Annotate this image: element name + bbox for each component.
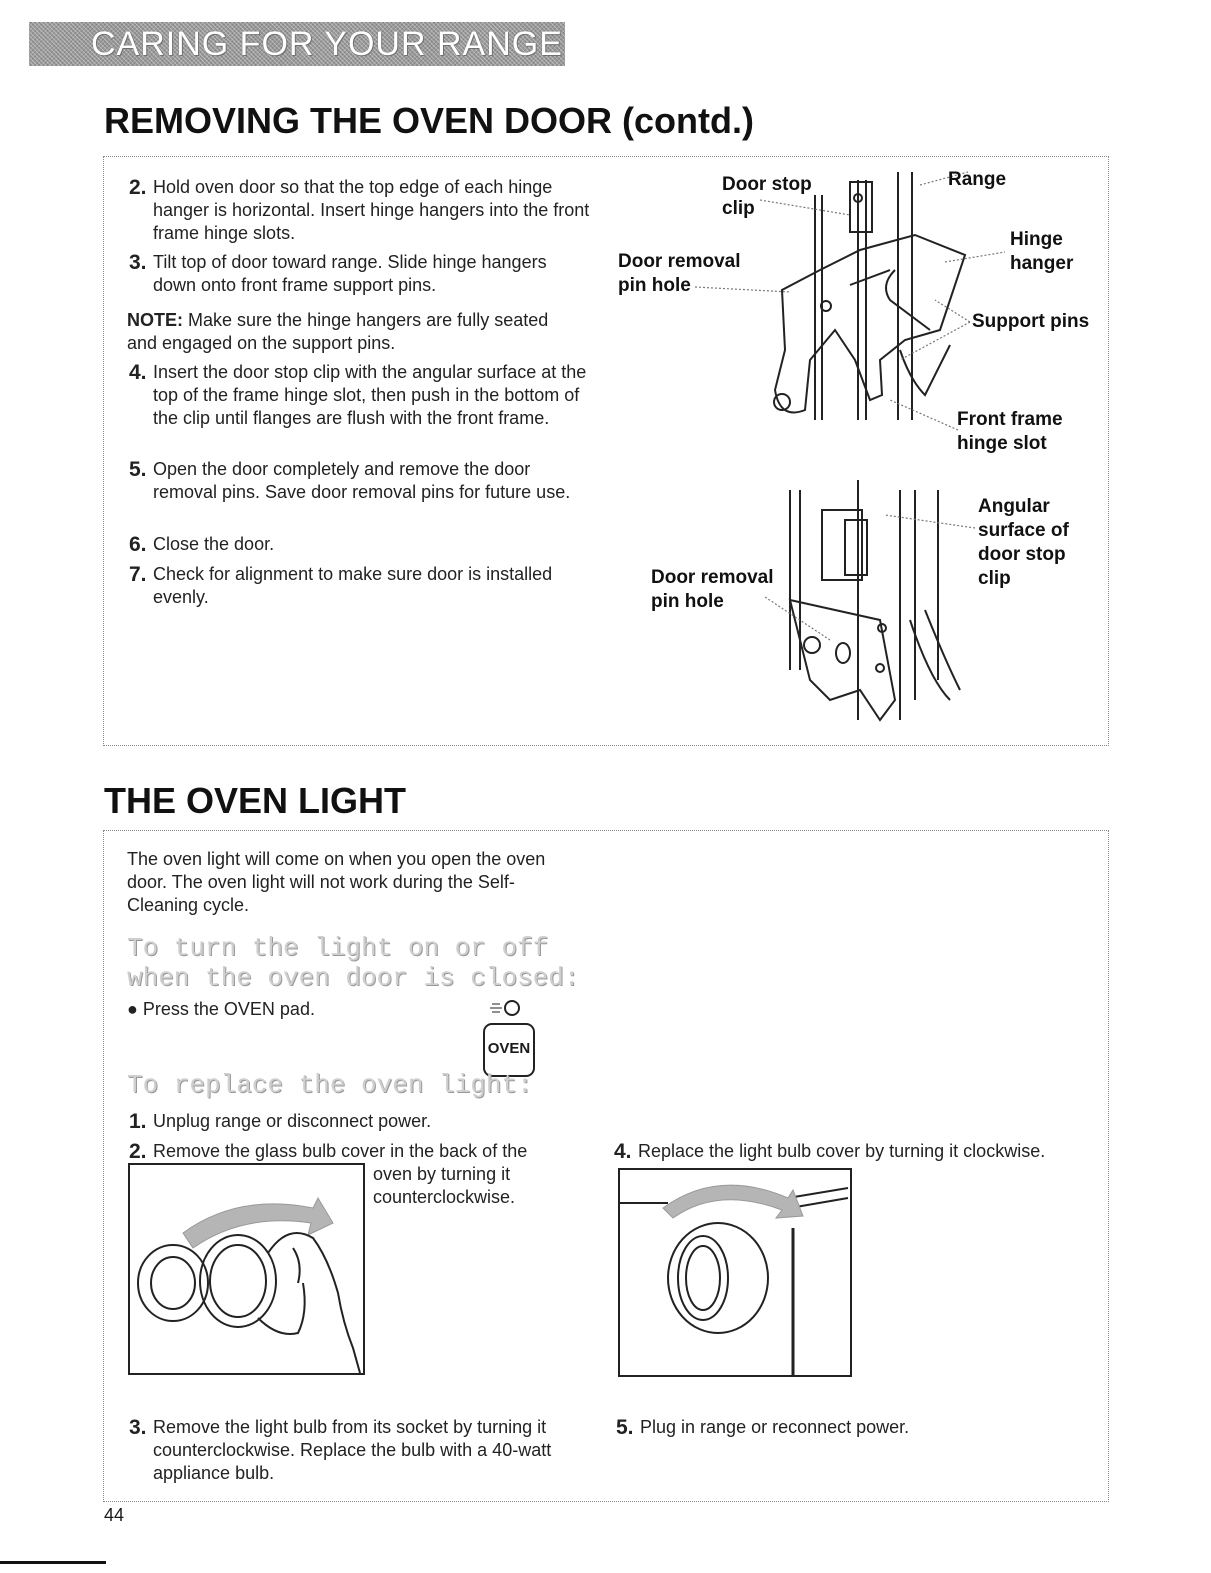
replace-step-4: 4. Replace the light bulb cover by turni… <box>614 1140 1108 1163</box>
remove-cover-illustration <box>128 1163 365 1375</box>
step-text: Remove the light bulb from its socket by… <box>153 1417 552 1483</box>
replace-cover-drawing <box>618 1184 849 1375</box>
step-number: 6. <box>129 533 147 556</box>
clockwise-arrow-icon <box>662 1184 804 1219</box>
bullet-text: Press the OVEN pad. <box>142 999 315 1019</box>
step-text: Check for alignment to make sure door is… <box>153 564 553 607</box>
step-text: Close the door. <box>153 534 275 554</box>
step-number: 3. <box>129 251 147 274</box>
step-text: Unplug range or disconnect power. <box>153 1111 432 1131</box>
label-front-frame-hinge-slot: Front frame hinge slot <box>957 409 1063 454</box>
oven-light-intro: The oven light will come on when you ope… <box>127 849 546 915</box>
bullet-dot-icon: ● <box>127 999 143 1019</box>
replace-step-2: 2. Remove the glass bulb cover in the ba… <box>129 1140 593 1163</box>
label-angular-surface: Angular surface of door stop clip <box>978 496 1069 589</box>
step-text-a: Remove the glass bulb cover in the back … <box>153 1141 528 1161</box>
step-number: 1. <box>129 1110 147 1133</box>
page-number: 44 <box>104 1505 125 1525</box>
step-7: 7. Check for alignment to make sure door… <box>129 563 553 609</box>
step-text: Hold oven door so that the top edge of e… <box>153 177 590 243</box>
label-door-stop-clip: Door stop clip <box>722 174 812 219</box>
replace-step-5: 5. Plug in range or reconnect power. <box>616 1416 1080 1439</box>
section-title-removing-door: REMOVING THE OVEN DOOR (contd.) <box>104 100 755 141</box>
label-range: Range <box>948 169 1007 190</box>
step-4: 4. Insert the door stop clip with the an… <box>129 361 595 430</box>
oven-pad-graphic <box>483 1000 535 1077</box>
step-number: 4. <box>129 361 147 384</box>
step-number: 7. <box>129 563 147 586</box>
label-door-removal-pin-hole-1: Door removal pin hole <box>618 251 741 296</box>
subhead-turn-light: To turn the light on or off when the ove… <box>127 933 580 993</box>
step-5: 5. Open the door completely and remove t… <box>129 458 593 504</box>
step-3: 3. Tilt top of door toward range. Slide … <box>129 251 573 297</box>
section-banner: CARING FOR YOUR RANGE <box>29 22 565 66</box>
oven-pad-button[interactable]: OVEN <box>487 1040 531 1057</box>
step-number: 5. <box>616 1416 634 1439</box>
remove-cover-drawing <box>137 1196 361 1374</box>
label-door-removal-pin-hole-2: Door removal pin hole <box>651 567 774 612</box>
removing-door-panel <box>103 156 1109 746</box>
step-2: 2. Hold oven door so that the top edge o… <box>129 176 593 245</box>
footer-rule <box>0 1561 106 1564</box>
light-bulb-icon <box>504 1000 520 1016</box>
step-number: 4. <box>614 1140 632 1163</box>
step-number: 3. <box>129 1416 147 1439</box>
step-text: Plug in range or reconnect power. <box>640 1417 910 1437</box>
step-number: 5. <box>129 458 147 481</box>
step-text: Insert the door stop clip with the angul… <box>153 362 587 428</box>
replace-step-3: 3. Remove the light bulb from its socket… <box>129 1416 593 1485</box>
label-support-pins: Support pins <box>972 311 1090 332</box>
note-text: Make sure the hinge hangers are fully se… <box>127 310 549 353</box>
section-title-oven-light: THE OVEN LIGHT <box>104 780 407 821</box>
note-label: NOTE: <box>127 310 183 330</box>
step-text: Replace the light bulb cover by turning … <box>638 1141 1046 1161</box>
replace-step-2-cont: oven by turning it counterclockwise. <box>373 1164 516 1207</box>
subhead-replace-light: To replace the oven light: <box>127 1070 533 1100</box>
note: NOTE: Make sure the hinge hangers are fu… <box>127 309 557 355</box>
replace-step-1: 1. Unplug range or disconnect power. <box>129 1110 593 1133</box>
counterclockwise-arrow-icon <box>182 1196 334 1249</box>
step-text: Tilt top of door toward range. Slide hin… <box>153 252 547 295</box>
banner-text: CARING FOR YOUR RANGE <box>91 25 563 63</box>
step-number: 2. <box>129 176 147 199</box>
label-hinge-hanger: Hinge hanger <box>1010 229 1074 274</box>
oven-light-panel <box>103 830 1109 1502</box>
step-number: 2. <box>129 1140 147 1163</box>
bullet-press-oven: ● Press the OVEN pad. <box>127 998 315 1021</box>
step-text: Open the door completely and remove the … <box>153 459 571 502</box>
step-6: 6. Close the door. <box>129 533 593 556</box>
